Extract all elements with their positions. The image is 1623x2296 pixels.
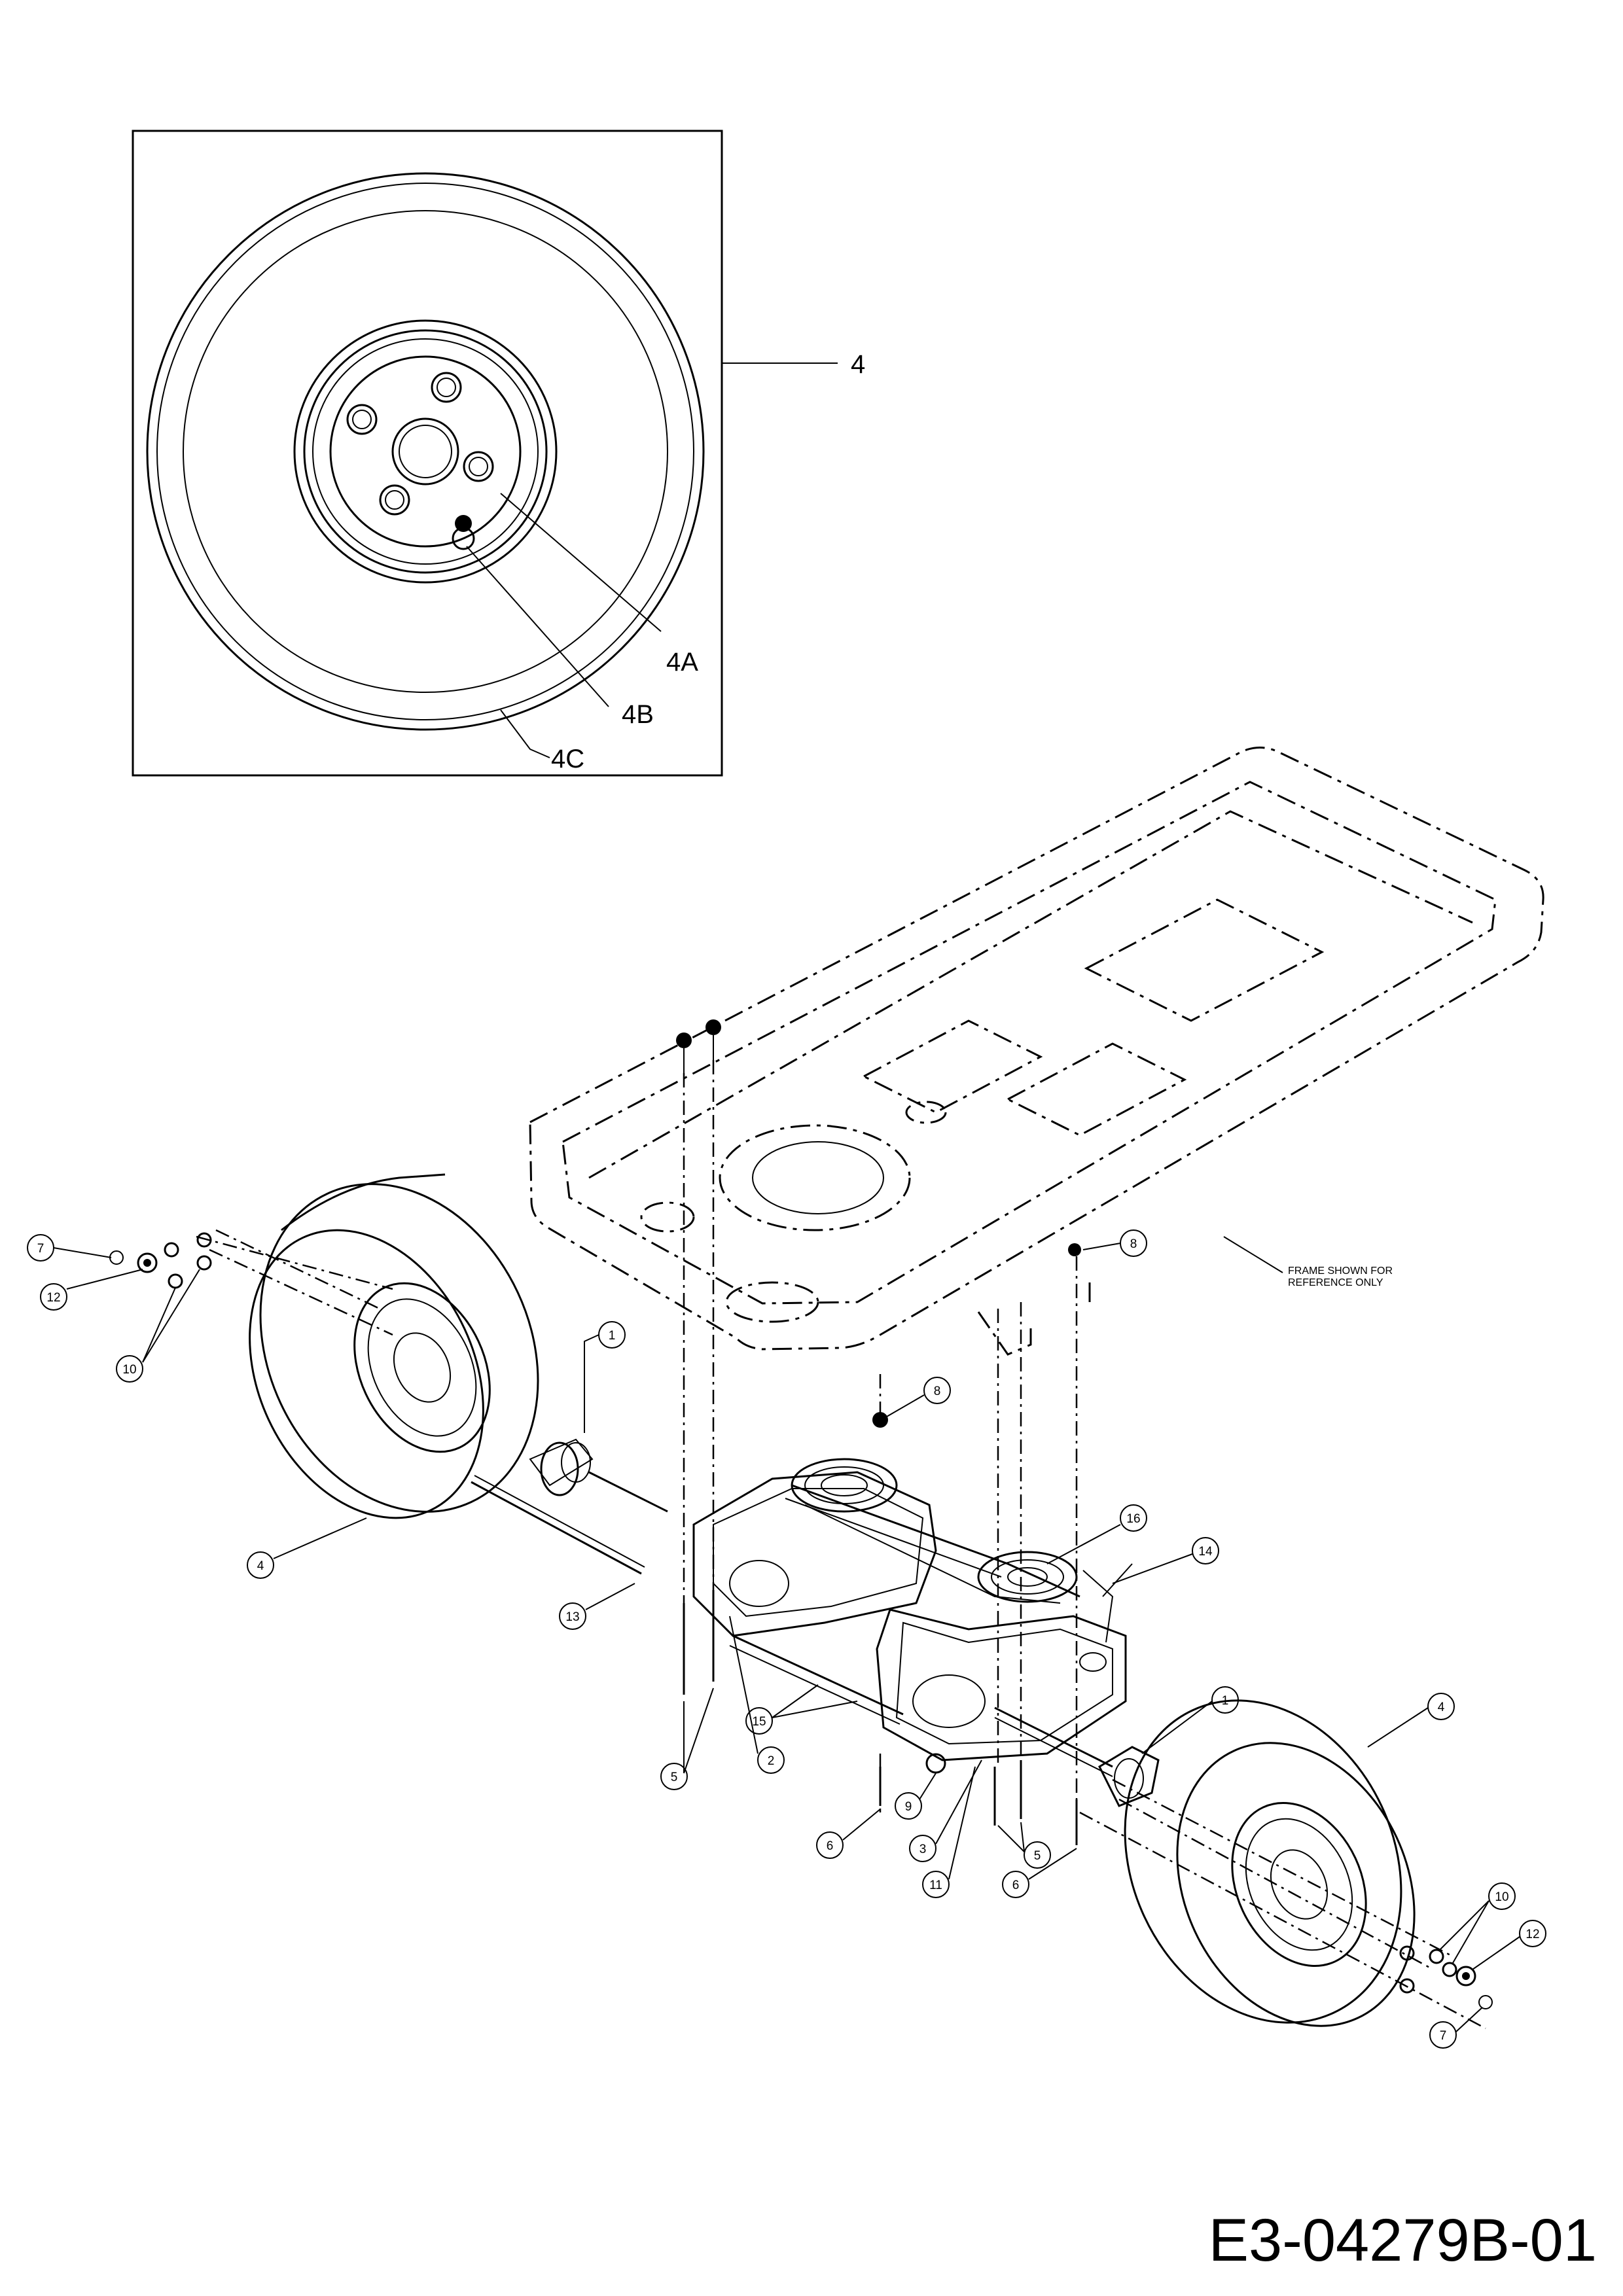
svg-text:9: 9	[905, 1800, 912, 1814]
bubble-5-right: 5	[1024, 1841, 1051, 1869]
transmission-assembly	[692, 1458, 1133, 1761]
bubble-1-right: 1	[1211, 1686, 1239, 1714]
svg-text:7: 7	[1440, 2029, 1447, 2043]
svg-text:5: 5	[671, 1771, 678, 1784]
svg-text:1: 1	[1222, 1694, 1229, 1708]
callout-tire: 4C	[551, 745, 584, 773]
bubble-10-left: 10	[116, 1355, 143, 1383]
left-hub	[529, 1438, 668, 1513]
bubble-6-right: 6	[1002, 1871, 1029, 1898]
wheel-detail-view: 4 4A 4B 4C	[132, 130, 865, 777]
svg-text:12: 12	[1525, 1928, 1539, 1941]
bubble-14: 14	[1192, 1537, 1219, 1564]
right-wheel	[1124, 1699, 1416, 2027]
wheel-detail-drawing	[146, 172, 705, 731]
hardware	[109, 1232, 1493, 2009]
bubble-3: 3	[909, 1835, 936, 1862]
svg-text:4: 4	[257, 1559, 264, 1573]
bubble-5-left: 5	[660, 1763, 688, 1790]
frame-note-line1: FRAME SHOWN FOR	[1288, 1265, 1393, 1277]
left-wheel	[249, 1173, 539, 1519]
svg-text:10: 10	[1495, 1890, 1508, 1904]
svg-text:1: 1	[609, 1329, 616, 1343]
bubble-4-right: 4	[1427, 1693, 1455, 1720]
bubble-8-trans: 8	[923, 1377, 951, 1404]
svg-text:4: 4	[1438, 1701, 1445, 1714]
bubble-12-left: 12	[40, 1283, 67, 1311]
svg-text:10: 10	[122, 1363, 136, 1377]
bubble-9: 9	[895, 1792, 922, 1820]
bubble-6-left: 6	[816, 1831, 844, 1859]
bubble-7-right: 7	[1429, 2021, 1457, 2049]
frame-reference	[529, 747, 1544, 1356]
callout-valve-hole: 4B	[622, 700, 654, 729]
svg-text:11: 11	[929, 1879, 942, 1892]
bubble-4-left: 4	[247, 1551, 274, 1579]
svg-text:16: 16	[1126, 1512, 1140, 1526]
assembly-lines	[196, 1060, 1486, 2030]
svg-text:13: 13	[565, 1610, 579, 1624]
svg-text:8: 8	[934, 1385, 941, 1398]
drawing-code: E3-04279B-01	[1209, 2207, 1597, 2274]
svg-text:6: 6	[827, 1839, 834, 1853]
svg-text:8: 8	[1130, 1237, 1137, 1251]
svg-text:5: 5	[1034, 1849, 1041, 1863]
bubble-8-frame: 8	[1120, 1229, 1147, 1257]
valve-hole-icon	[452, 527, 475, 550]
bubble-12-right: 12	[1519, 1920, 1546, 1947]
axle-rod	[471, 1481, 642, 1575]
bubble-7-left: 7	[27, 1234, 54, 1262]
bubble-11: 11	[922, 1871, 950, 1898]
svg-text:3: 3	[919, 1843, 927, 1856]
detail-frame	[132, 130, 723, 777]
part-callouts: 7 12 10 4 1 13 5 2 15 8 8 16	[27, 1229, 1546, 2049]
svg-text:2: 2	[768, 1754, 775, 1768]
callout-wheel: 4	[851, 350, 865, 379]
bubble-1-left: 1	[598, 1321, 626, 1349]
bubble-2: 2	[757, 1746, 785, 1774]
bubble-10-right: 10	[1488, 1882, 1516, 1910]
svg-text:14: 14	[1198, 1545, 1213, 1559]
svg-text:6: 6	[1012, 1879, 1020, 1892]
valve-stem-icon	[455, 515, 472, 532]
callout-valve-stem: 4A	[666, 648, 698, 677]
frame-note-line2: REFERENCE ONLY	[1288, 1277, 1383, 1288]
svg-text:12: 12	[46, 1291, 60, 1305]
bubble-13: 13	[559, 1602, 586, 1630]
svg-text:15: 15	[752, 1715, 766, 1729]
svg-text:7: 7	[37, 1242, 45, 1256]
bubble-15: 15	[745, 1707, 773, 1735]
bubble-16: 16	[1120, 1504, 1147, 1532]
